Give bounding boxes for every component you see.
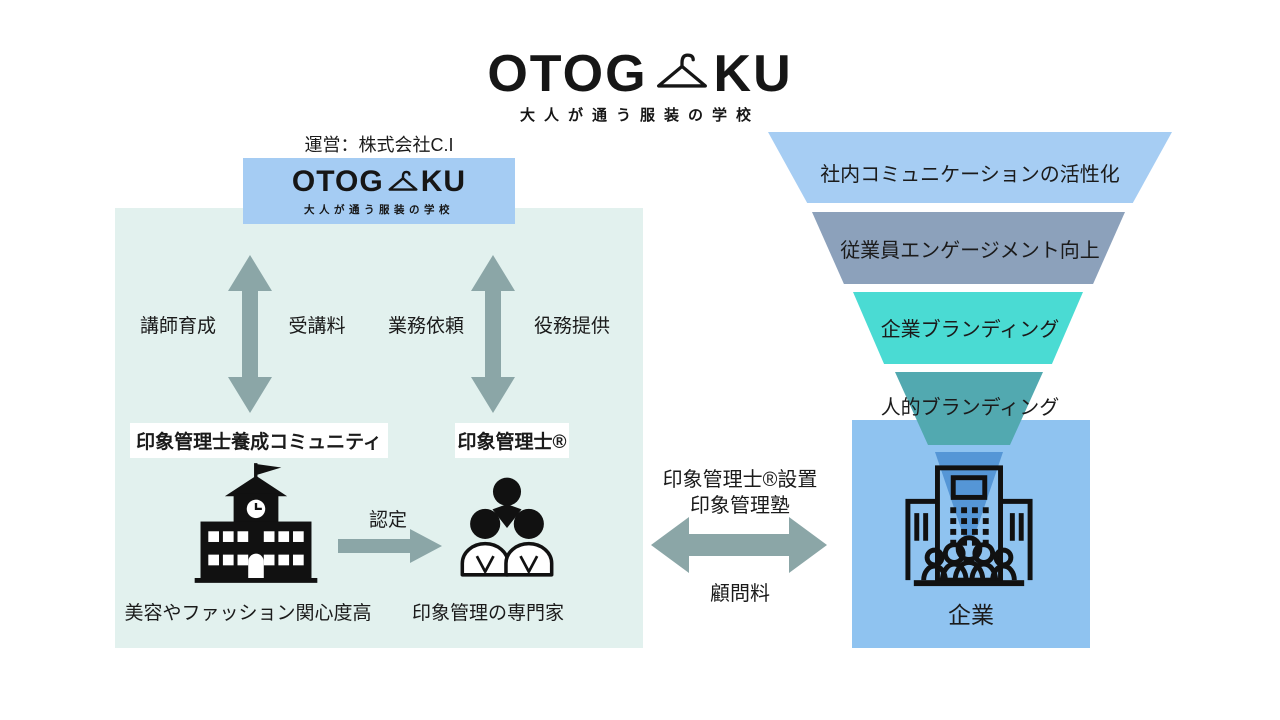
logo-text-right: KU [713, 45, 793, 103]
box-logo: OTOG KU [292, 165, 466, 199]
header-logo: OTOG KU [0, 44, 1280, 104]
operator-label: 運営：株式会社C.I [304, 135, 454, 155]
logo-text-left: OTOG [487, 45, 648, 103]
funnel-label-personal-branding: 人的ブランディング [880, 396, 1060, 419]
flow-label-tuition: 受講料 [288, 315, 346, 337]
community-label-box: 印象管理士養成コミュニティ [130, 423, 388, 458]
box-logo-text-left: OTOG [291, 165, 384, 198]
expert-caption: 印象管理の専門家 [411, 602, 564, 624]
hanger-icon [648, 44, 714, 105]
partnership-service-line1: 印象管理士®設置 [662, 468, 818, 491]
header-tagline: 大人が通う服装の学校 [519, 106, 760, 124]
funnel-label-communication: 社内コミュニケーションの活性化 [820, 163, 1120, 186]
company-building-icon [900, 458, 1038, 597]
funnel-layer-engagement [812, 212, 1125, 284]
box-hanger-icon [384, 165, 421, 199]
funnel-label-engagement: 従業員エンゲージメント向上 [840, 239, 1100, 262]
funnel-label-corporate-branding: 企業ブランディング [880, 318, 1060, 341]
otogaku-logo-box: OTOG KU 大人が通う服装の学校 [243, 158, 515, 224]
partnership-fee-label: 顧問料 [710, 582, 770, 605]
funnel-layer-communication [768, 132, 1172, 203]
box-tagline: 大人が通う服装の学校 [304, 204, 454, 216]
school-caption: 美容やファッション関心度高 [124, 602, 372, 624]
funnel-layer-corporate-branding [853, 292, 1083, 364]
flow-label-work-request: 業務依頼 [387, 315, 464, 337]
exchange-arrow-specialist [471, 255, 515, 418]
exchange-arrow-community [228, 255, 272, 418]
school-icon [183, 463, 329, 588]
box-logo-text-right: KU [420, 165, 467, 198]
company-label: 企業 [948, 602, 994, 628]
certification-label: 認定 [368, 509, 407, 531]
experts-icon [455, 474, 559, 585]
partnership-service-line2: 印象管理塾 [690, 494, 790, 517]
partnership-arrow [651, 517, 827, 578]
certification-arrow [338, 529, 442, 568]
specialist-label-box: 印象管理士® [455, 423, 569, 458]
flow-label-service-provision: 役務提供 [533, 315, 610, 337]
flow-label-teacher-training: 講師育成 [139, 315, 216, 337]
